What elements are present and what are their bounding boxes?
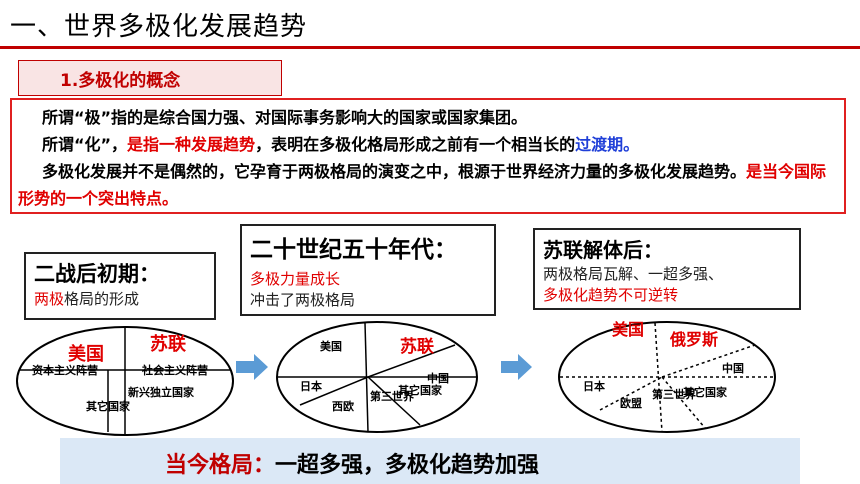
diagram-multipolar-growth: 美国 苏联 日本 西欧 中国 第三世界 其它国家 <box>276 321 478 433</box>
stage-1-rest: 格局的形成 <box>64 290 140 308</box>
paragraph-2-blue: 过渡期。 <box>575 135 640 154</box>
stage-2-line-2: 冲击了两极格局 <box>250 291 356 309</box>
d3-japan: 日本 <box>583 379 605 393</box>
paragraph-1-text: 所谓“极”指的是综合国力强、对国际事务影响大的国家或国家集团。 <box>42 108 528 127</box>
arrow-1 <box>236 354 268 380</box>
stage-1-callout: 二战后初期： 两极格局的形成 <box>24 252 216 320</box>
line-3d <box>661 344 756 378</box>
d2-china: 中国 <box>427 371 449 385</box>
header-bar: 一、世界多极化发展趋势 <box>0 0 860 48</box>
d3-others: 其它国家 <box>683 385 728 399</box>
d2-weu: 西欧 <box>332 399 354 413</box>
stage-1-heading: 二战后初期： <box>34 262 160 286</box>
stage-3-callout: 苏联解体后： 两极格局瓦解、一超多强、 多极化趋势不可逆转 <box>533 228 801 310</box>
line-2e <box>367 376 421 426</box>
d1-camp-left: 资本主义阵营 <box>32 363 98 377</box>
d1-ussr: 苏联 <box>150 333 186 355</box>
concept-heading-box <box>18 60 282 96</box>
d2-others: 其它国家 <box>398 383 443 397</box>
d3-eu: 欧盟 <box>620 396 642 410</box>
stage-3-heading: 苏联解体后： <box>543 238 663 262</box>
d3-usa: 美国 <box>612 320 644 339</box>
footer-label: 当今格局： <box>165 453 276 478</box>
concept-heading: 1.多极化的概念 <box>60 71 181 91</box>
paragraph-2-red: 是指一种发展趋势 <box>127 135 256 154</box>
paragraph-2-a: 所谓“化”， <box>42 135 128 154</box>
paragraph-3-text: 多极化发展并不是偶然的，它孕育于两极格局的演变之中，根源于世界经济力量的多极化发… <box>42 162 747 181</box>
line-3b <box>654 322 663 433</box>
paragraph-2: 所谓“化”，是指一种发展趋势，表明在多极化格局形成之前有一个相当长的过渡期。 <box>18 131 838 158</box>
d3-russia: 俄罗斯 <box>669 330 718 349</box>
diagram-bipolar: 美国 苏联 资本主义阵营 社会主义阵营 其它国家 新兴独立国家 <box>16 326 234 436</box>
d1-others: 其它国家 <box>86 399 131 413</box>
d3-third: 第三世界 <box>652 387 696 401</box>
d3-china: 中国 <box>722 361 744 375</box>
d1-usa: 美国 <box>68 343 104 365</box>
stage-1-red: 两极 <box>34 290 65 308</box>
arrow-2 <box>501 354 532 380</box>
line-2d <box>367 344 456 378</box>
stage-2-line-1: 多极力量成长 <box>250 270 341 288</box>
footer-band <box>60 438 800 484</box>
d2-ussr: 苏联 <box>400 336 434 357</box>
d2-usa: 美国 <box>320 339 342 353</box>
title-underline <box>0 46 860 49</box>
page-title: 一、世界多极化发展趋势 <box>10 12 308 42</box>
paragraph-3: 多极化发展并不是偶然的，它孕育于两极格局的演变之中，根源于世界经济力量的多极化发… <box>18 158 838 212</box>
stage-1-line: 两极格局的形成 <box>34 288 206 309</box>
concept-paragraph-box: 所谓“极”指的是综合国力强、对国际事务影响大的国家或国家集团。 所谓“化”，是指… <box>10 98 846 214</box>
line-2c <box>299 376 369 406</box>
paragraph-2-c: ，表明在多极化格局形成之前有一个相当长的 <box>255 135 576 154</box>
d1-newly: 新兴独立国家 <box>128 385 195 399</box>
line-3e <box>661 376 706 429</box>
d2-third: 第三世界 <box>370 389 414 403</box>
footer-text: 一超多强，多极化趋势加强 <box>275 453 540 478</box>
stage-3-line-1: 两极格局瓦解、一超多强、 <box>543 265 724 283</box>
paragraph-3-red: 是当今国际形势的一个突出特点。 <box>18 162 827 208</box>
d1-camp-right: 社会主义阵营 <box>141 363 208 377</box>
stage-2-callout: 二十世纪五十年代： 多极力量成长 冲击了两极格局 <box>240 224 496 316</box>
d2-japan: 日本 <box>300 379 322 393</box>
diagram-one-super-many-powers: 美国 俄罗斯 日本 欧盟 中国 第三世界 其它国家 <box>558 320 776 433</box>
ellipse-3 <box>558 321 776 433</box>
stage-2-heading: 二十世纪五十年代： <box>250 237 457 263</box>
footer-statement: 当今格局：一超多强，多极化趋势加强 <box>165 447 539 479</box>
paragraph-1: 所谓“极”指的是综合国力强、对国际事务影响大的国家或国家集团。 <box>18 104 838 131</box>
stage-3-line-2: 多极化趋势不可逆转 <box>543 286 679 304</box>
